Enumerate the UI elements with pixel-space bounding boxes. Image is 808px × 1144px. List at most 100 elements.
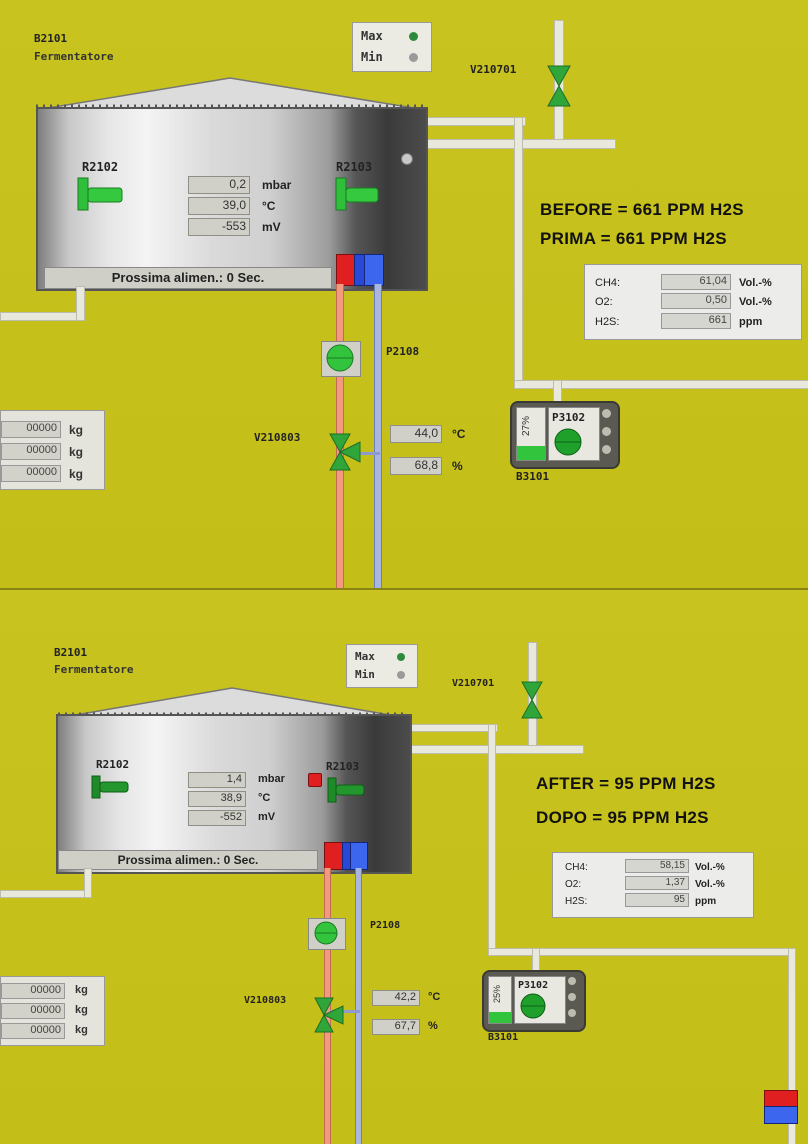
weight-panel: 00000 kg 00000 kg 00000 kg [0, 410, 105, 490]
gas-analysis-panel: CH4: 58,15 Vol.-% O2: 1,37 Vol.-% H2S: 9… [552, 852, 754, 918]
temperature-value: 39,0 [188, 197, 250, 215]
mixer-left-label: R2102 [96, 758, 130, 771]
alarm-icon[interactable] [308, 773, 322, 787]
connector-blue [364, 254, 384, 286]
ch4-label: CH4: [595, 277, 621, 289]
headline-before-en: BEFORE = 661 PPM H2S [540, 200, 744, 219]
unit-b3101[interactable]: 25% P3102 [482, 970, 586, 1032]
h2s-label: H2S: [565, 896, 588, 907]
flow-temperature-unit: °C [428, 991, 441, 1003]
o2-label: O2: [595, 296, 613, 308]
b3101-dot-1 [602, 409, 611, 418]
pump-p3102-icon[interactable] [552, 427, 584, 457]
redox-unit: mV [258, 811, 276, 823]
weight-value-3: 00000 [1, 465, 61, 482]
mixer-left-label: R2102 [82, 160, 119, 174]
ch4-unit: Vol.-% [739, 277, 772, 289]
valve-v210701-icon[interactable] [546, 64, 572, 108]
ch4-value: 61,04 [661, 274, 731, 290]
tank-name-label: Fermentatore [34, 50, 114, 63]
h2s-value: 661 [661, 313, 731, 329]
b3101-level-text: 25% [492, 985, 502, 1004]
pump-p3102-icon[interactable] [518, 992, 548, 1020]
tank-sensor-icon [401, 153, 413, 165]
ch4-unit: Vol.-% [695, 862, 725, 873]
unit-b3101[interactable]: 27% P3102 [510, 401, 620, 469]
flow-temperature-value: 44,0 [390, 425, 442, 443]
pressure-value: 1,4 [188, 772, 246, 788]
scada-panel-before: B2101 Fermentatore Max Min V210701 R2102… [0, 0, 808, 588]
b3101-dot-2 [602, 427, 611, 436]
valve-v210803-icon[interactable] [327, 432, 363, 472]
weight-value-3: 00000 [1, 1023, 65, 1039]
weight-value-1: 00000 [1, 983, 65, 999]
weight-unit-1: kg [69, 423, 84, 437]
min-status-icon [409, 53, 418, 62]
tank-id-label: B2101 [54, 646, 88, 659]
b3101-dot-2 [568, 993, 576, 1001]
temperature-unit: °C [262, 199, 276, 213]
b3101-dot-1 [568, 977, 576, 985]
o2-label: O2: [565, 879, 582, 890]
flow-temperature-value: 42,2 [372, 990, 420, 1006]
valve-bottom-label: V210803 [244, 995, 287, 1006]
b3101-level-text: 27% [521, 416, 532, 437]
b3101-label: B3101 [488, 1032, 519, 1043]
weight-unit-2: kg [69, 445, 84, 459]
temperature-value: 38,9 [188, 791, 246, 807]
valve-v210803-icon[interactable] [312, 996, 346, 1034]
mixer-r2103-icon[interactable] [334, 176, 380, 212]
h2s-unit: ppm [739, 316, 763, 328]
outlet-pipe-h [0, 312, 84, 321]
temperature-unit: °C [258, 792, 271, 804]
weight-unit-3: kg [75, 1024, 88, 1036]
weight-value-2: 00000 [1, 443, 61, 460]
b3101-level-gauge: 25% [488, 976, 512, 1024]
gas-line-top [410, 724, 498, 732]
gas-line-far-down [788, 948, 796, 1144]
pump-label: P2108 [370, 920, 401, 931]
o2-value: 0,50 [661, 293, 731, 309]
level-switch-indicator: Max Min [346, 644, 418, 688]
panel-divider [0, 588, 808, 590]
gas-line-top [424, 117, 526, 126]
valve-branch-pipe [344, 452, 380, 455]
tank-id-label: B2101 [34, 32, 68, 45]
pump-p2108-icon[interactable] [311, 920, 341, 946]
tank-name-label: Fermentatore [54, 663, 134, 676]
outlet-pipe-h [0, 890, 92, 898]
valve-branch-pipe [330, 1010, 360, 1013]
flow-percent-unit: % [452, 459, 463, 473]
mixer-r2102-icon[interactable] [90, 774, 130, 800]
outlet-pipe-v [84, 868, 92, 898]
outlet-pipe-v [76, 286, 85, 321]
b3101-level-gauge: 27% [516, 407, 546, 461]
pump-p2108-icon[interactable] [324, 343, 356, 373]
headline-before-it: PRIMA = 661 PPM H2S [540, 229, 727, 248]
min-label: Min [355, 668, 375, 681]
ch4-label: CH4: [565, 862, 588, 873]
pump-label: P2108 [386, 345, 420, 358]
connector-blue-bottom [764, 1106, 798, 1124]
scada-panel-after: B2101 Fermentatore Max Min V210701 R2102… [0, 590, 808, 1144]
valve-bottom-label: V210803 [254, 431, 301, 444]
headline-after-it: DOPO = 95 PPM H2S [536, 808, 709, 827]
heating-pipe-return [355, 868, 362, 1144]
p3102-label: P3102 [518, 980, 549, 991]
gas-line-drop [532, 948, 540, 972]
o2-unit: Vol.-% [695, 879, 725, 890]
ch4-value: 58,15 [625, 859, 689, 873]
connector-red [336, 254, 356, 286]
mixer-r2103-icon[interactable] [326, 776, 366, 804]
h2s-unit: ppm [695, 896, 717, 907]
mixer-r2102-icon[interactable] [76, 176, 124, 212]
b3101-dot-3 [568, 1009, 576, 1017]
feed-status-bar: Prossima alimen.: 0 Sec. [58, 850, 318, 870]
gas-pipe-horizontal [410, 745, 584, 754]
pressure-unit: mbar [258, 773, 285, 785]
connector-blue [350, 842, 368, 870]
valve-top-label: V210701 [470, 63, 517, 76]
level-switch-indicator: Max Min [352, 22, 432, 72]
valve-v210701-icon[interactable] [520, 680, 544, 720]
connector-red [324, 842, 344, 870]
